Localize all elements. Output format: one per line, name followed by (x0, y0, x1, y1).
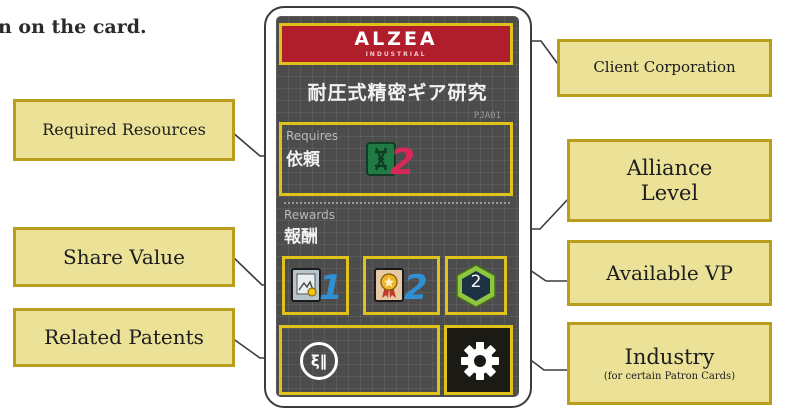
medal-icon (374, 268, 404, 302)
callout-related-patents: Related Patents (13, 308, 235, 367)
vp-number: 2 (470, 272, 482, 292)
callout-industry: Industry (for certain Patron Cards) (567, 322, 772, 405)
requires-label-en: Requires (286, 129, 339, 143)
requires-label-jp: 依頼 (286, 150, 320, 170)
header-text: n on the card. (0, 16, 147, 38)
requires-box: Requires 依頼 2 (279, 122, 513, 196)
card-title: 耐圧式精密ギア研究 (307, 82, 488, 104)
callout-alliance-level: Alliance Level (567, 139, 772, 222)
rewards-label-en: Rewards (284, 208, 335, 222)
related-patents-box: ξ‖ (279, 325, 440, 395)
certificate-icon (291, 268, 321, 302)
vp-box: 2 (445, 256, 507, 315)
requires-amount: 2 (390, 142, 416, 183)
callout-share-value: Share Value (13, 227, 235, 287)
dna-resource-icon (366, 142, 396, 176)
callout-available-vp: Available VP (567, 240, 772, 306)
industry-box (444, 325, 513, 395)
client-sub: INDUSTRIAL (365, 51, 427, 58)
gear-icon (461, 342, 499, 380)
project-card: ALZEA INDUSTRIAL 耐圧式精密ギア研究 PJA01 Require… (276, 16, 519, 397)
callout-client-corporation: Client Corporation (557, 39, 772, 97)
section-divider (284, 202, 510, 204)
rewards-label-jp: 報酬 (284, 227, 318, 247)
client-name: ALZEA (354, 28, 438, 50)
patent-badge-icon: ξ‖ (300, 342, 338, 380)
callout-required-resources: Required Resources (13, 99, 235, 161)
alliance-level-box: 2 (363, 256, 440, 315)
client-corporation-bar: ALZEA INDUSTRIAL (279, 23, 513, 65)
card-code: PJA01 (473, 111, 501, 121)
share-value-box: 1 (282, 256, 349, 315)
alliance-level-number: 2 (404, 268, 428, 308)
share-value-number: 1 (319, 268, 343, 308)
hexagon-vp-icon (456, 264, 496, 308)
